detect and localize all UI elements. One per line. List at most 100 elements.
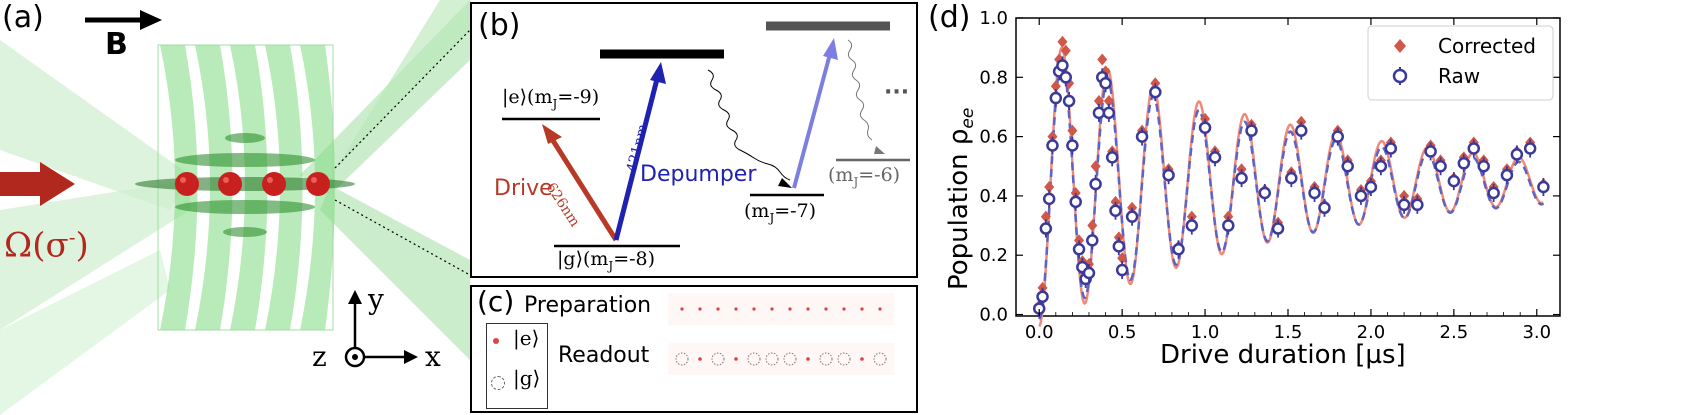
chart-legend: Corrected Raw [1367,25,1554,101]
corrected-point [1173,240,1184,253]
corrected-point [1163,163,1174,176]
raw-point [1109,204,1122,217]
corrected-point [1150,77,1161,90]
raw-point [1185,219,1199,232]
corrected-point [1090,160,1101,173]
panel-b: (b) |e⟩(mJ=-9) |g⟩(mJ=-8) (mJ=-7) (mJ=-6… [470,2,918,278]
raw-point [1112,240,1126,253]
corrected-point [1332,124,1343,137]
corrected-point [1127,201,1138,214]
disc-top [225,133,265,143]
raw-point [1477,160,1490,173]
label-level-m7: (mJ=-7) [744,200,816,225]
raw-point [1099,76,1112,90]
plot-frame [1015,17,1561,317]
corrected-point [1057,35,1068,48]
panel-b-label: (b) [478,8,521,43]
corrected-point [1100,65,1111,78]
raw-point [1487,186,1500,200]
raw-point [1457,157,1471,170]
drive-arrow [549,137,619,242]
corrected-point [1478,154,1489,167]
corrected-point [1070,186,1081,199]
corrected-point [1037,281,1048,294]
label-level-m6: (mJ=-6) [828,164,900,189]
y-tick-label: 1.0 [979,8,1008,29]
y-tick-label: 0.2 [979,245,1008,266]
raw-point [1046,139,1059,152]
y-tick-label: 0.4 [979,186,1008,207]
beam-left-upper [0,40,190,210]
raw-point [1537,180,1550,194]
chart-ylabel: Population ρee [944,108,978,290]
corrected-point [1309,181,1320,194]
raw-point [1039,222,1053,235]
corrected-point [1067,124,1078,137]
label-level-e: |e⟩(mJ=-9) [502,86,599,111]
label-level-e-val: =-9) [557,86,600,108]
corrected-point [1458,151,1469,164]
label-level-g-sub: J [608,258,614,273]
raw-point [1235,171,1248,185]
coordinate-axes [344,290,418,368]
corrected-point [1435,154,1446,167]
corrected-point [1200,112,1211,125]
raw-point [1102,106,1116,120]
x-tick-label: 2.5 [1440,322,1469,343]
legend-e-marker [493,338,499,344]
corrected-point [1110,195,1121,208]
legend-g-marker [491,376,505,390]
raw-point [1042,192,1056,206]
decay-wave-2 [847,39,873,141]
raw-point [1467,142,1481,155]
raw-point [1295,124,1308,137]
y-tick-label: 0.8 [979,67,1008,88]
raw-point [1082,266,1096,280]
panel-c-label: (c) [477,285,515,318]
panel-c: (c) Preparation Readout |e⟩ |g⟩ [470,285,918,413]
y-tick-label: 0.6 [979,127,1008,148]
corrected-point [1319,198,1330,211]
label-level-m7-main: (m [744,200,770,222]
raw-point [1500,168,1514,182]
raw-point [1125,210,1139,223]
raw-point [1069,195,1082,209]
corrected-point [1236,163,1247,176]
corrected-point [1083,258,1094,271]
corrected-point [1355,183,1366,196]
corrected-point [1365,175,1376,188]
corrected-point [1107,145,1118,158]
label-level-g-main: |g⟩(m [557,248,609,270]
omega-symbol: Ω [4,225,33,266]
corrected-point [1273,216,1284,229]
raw-point [1308,186,1321,200]
raw-point [1079,272,1092,286]
corrected-point [1047,130,1058,143]
beam-left-lower [0,180,190,330]
corrected-point [1501,163,1512,176]
corrected-point [1412,192,1423,205]
drive-beam-arrow [0,162,75,206]
raw-point [1059,71,1073,84]
depumper-arrow [613,78,660,241]
legend-corrected-label: Corrected [1438,34,1536,58]
decay-wave-1-head [778,178,792,188]
raw-point [1089,177,1102,191]
chart-ylabel-sub: ee [958,107,979,129]
label-level-g: |g⟩(mJ=-8) [557,248,655,273]
ion-1 [175,172,199,196]
corrected-point [1054,53,1065,66]
raw-point [1066,139,1079,152]
corrected-point [1468,136,1479,149]
panel-b-level-diagram [502,21,910,248]
raw-point [1424,145,1437,158]
zoom-line-bottom [334,199,470,276]
preparation-spots [680,307,882,311]
disc-upper [175,153,315,167]
raw-point [1411,198,1424,212]
raw-point [1384,142,1398,155]
raw-point [1271,222,1285,235]
corrected-point [1525,136,1536,149]
drive-arrow-head [542,124,562,144]
raw-point [1052,65,1066,78]
